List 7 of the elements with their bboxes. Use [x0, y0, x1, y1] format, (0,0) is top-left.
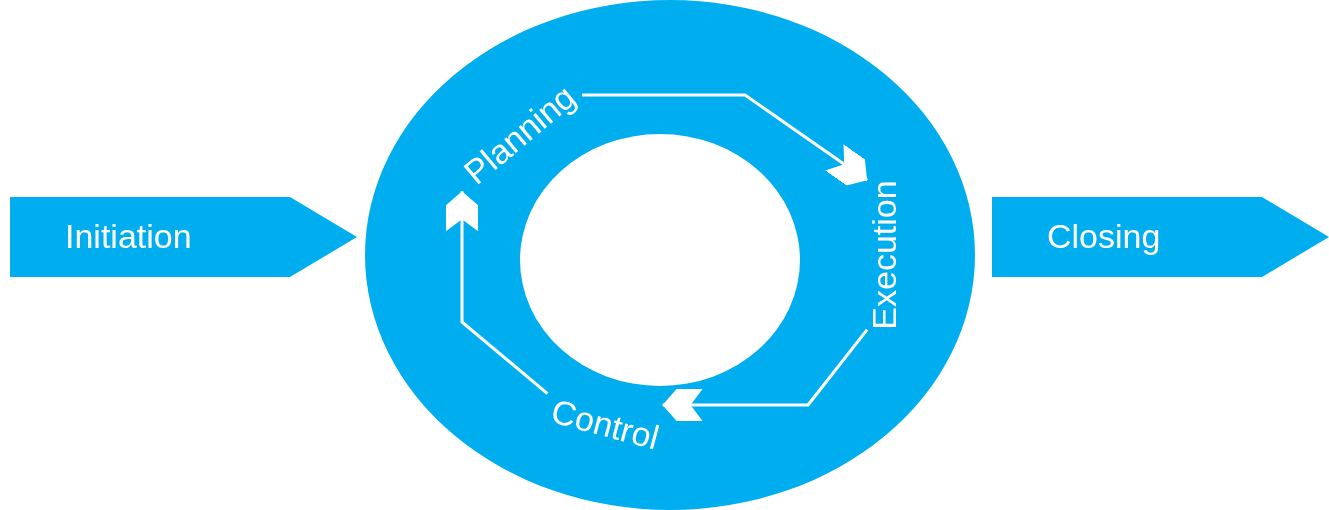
stage-label: Closing	[1047, 217, 1161, 256]
stage-label: Execution	[867, 180, 903, 330]
ring-shape	[365, 0, 975, 510]
stage-label: Initiation	[65, 217, 192, 256]
arrow-shape	[992, 197, 1329, 277]
arrow-shape	[10, 197, 357, 277]
stage-label: Control	[547, 393, 663, 457]
